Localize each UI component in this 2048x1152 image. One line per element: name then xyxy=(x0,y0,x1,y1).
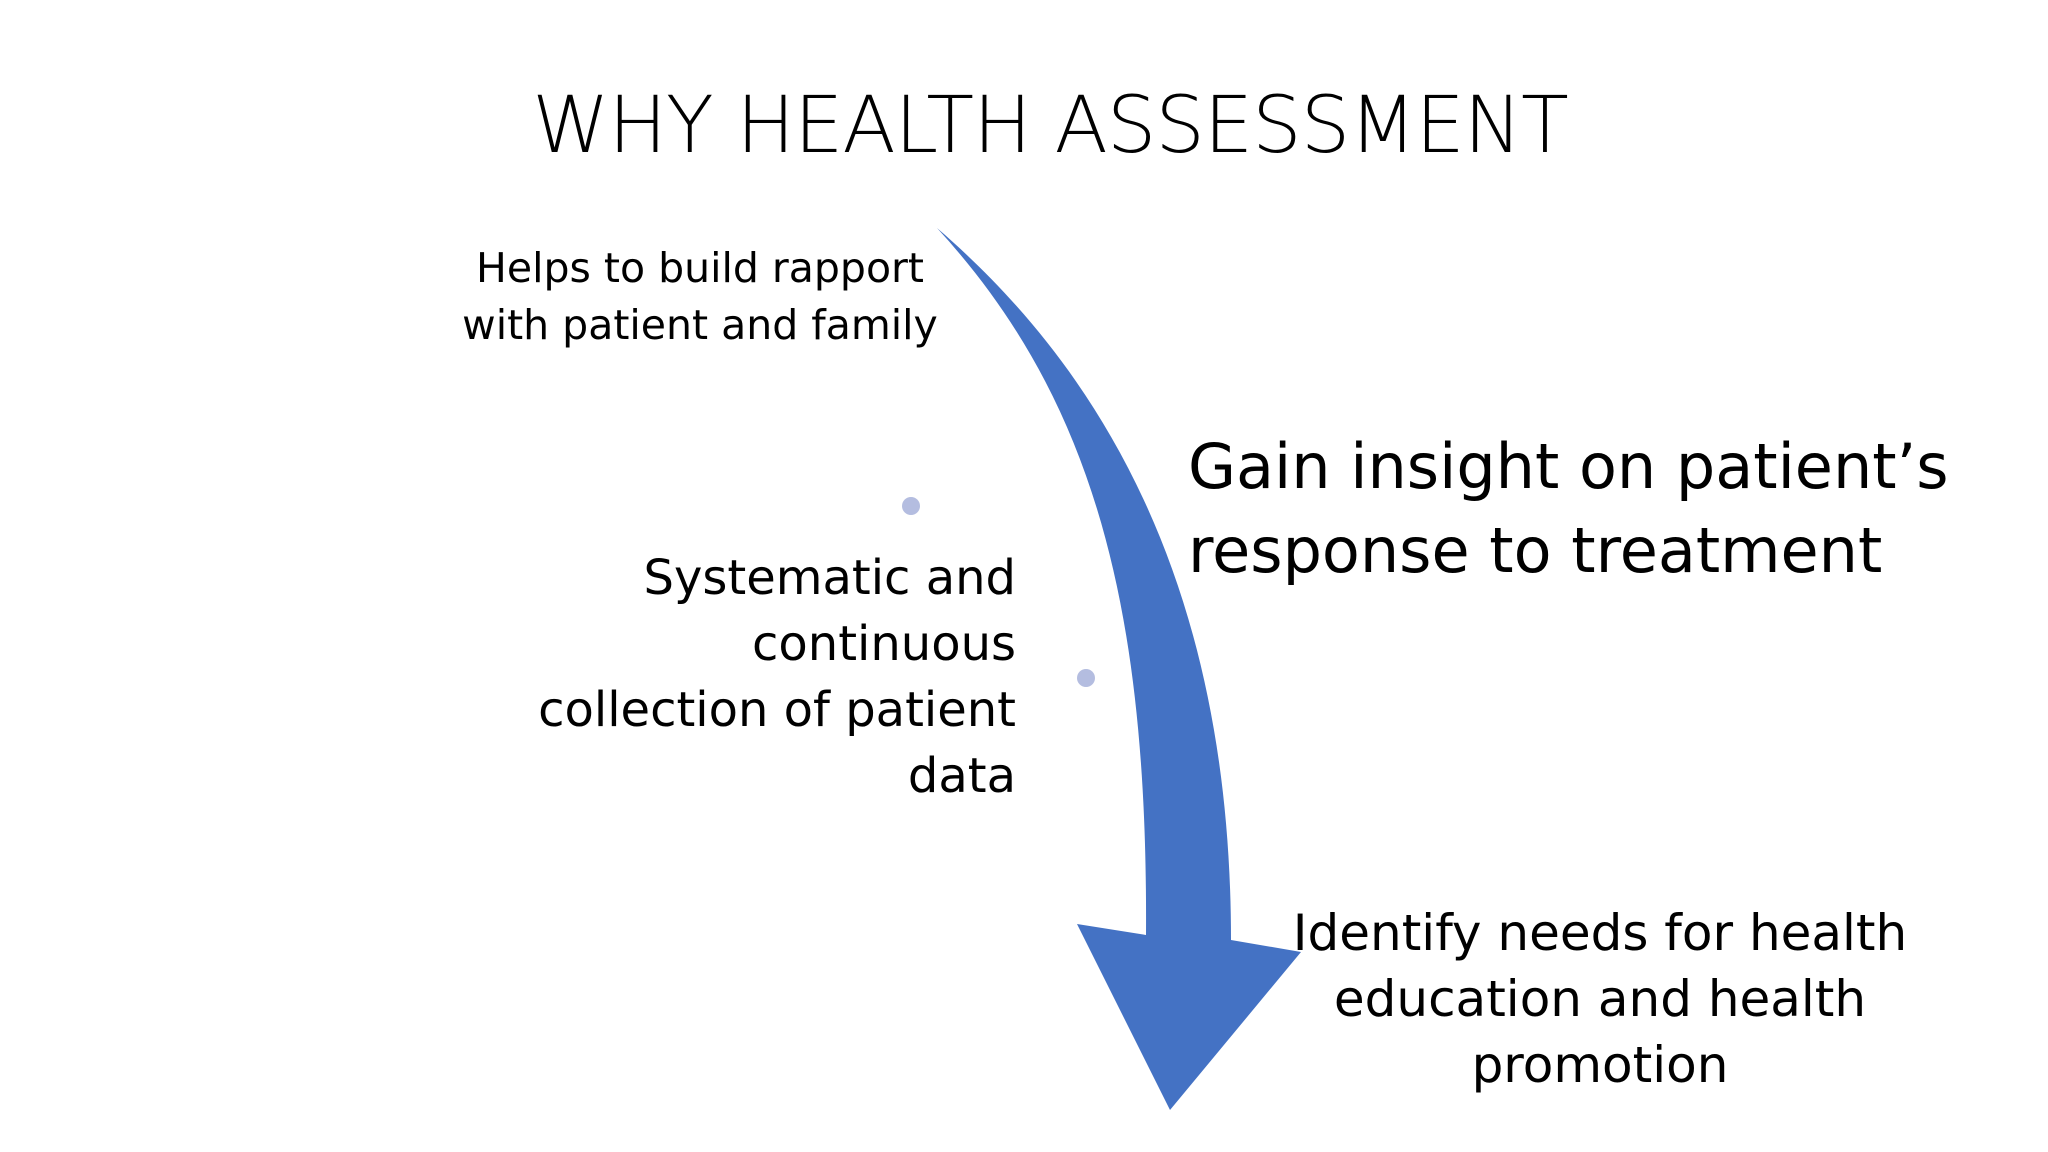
item-systematic-collection: Systematic and continuous collection of … xyxy=(420,545,1016,809)
item-line: response to treatment xyxy=(1188,514,1883,587)
curved-arrow-shape xyxy=(937,228,1301,1110)
item-line: collection of patient xyxy=(538,682,1016,738)
item-line: with patient and family xyxy=(462,301,938,349)
bullet-dot xyxy=(902,497,920,515)
item-line: education and health xyxy=(1333,970,1867,1028)
item-line: continuous xyxy=(752,616,1016,672)
item-line: Systematic and xyxy=(643,550,1016,606)
item-line: promotion xyxy=(1471,1036,1729,1094)
item-line: data xyxy=(907,748,1016,804)
item-build-rapport: Helps to build rapport with patient and … xyxy=(440,240,960,354)
item-gain-insight: Gain insight on patient’s response to tr… xyxy=(1188,425,1988,593)
slide-title: WHY HEALTH ASSESSMENT xyxy=(532,81,1569,171)
item-line: Helps to build rapport xyxy=(476,244,924,292)
item-line: Identify needs for health xyxy=(1292,904,1908,962)
bullet-dot xyxy=(1077,669,1095,687)
item-line: Gain insight on patient’s xyxy=(1188,430,1949,503)
item-identify-needs: Identify needs for health education and … xyxy=(1280,900,1920,1098)
